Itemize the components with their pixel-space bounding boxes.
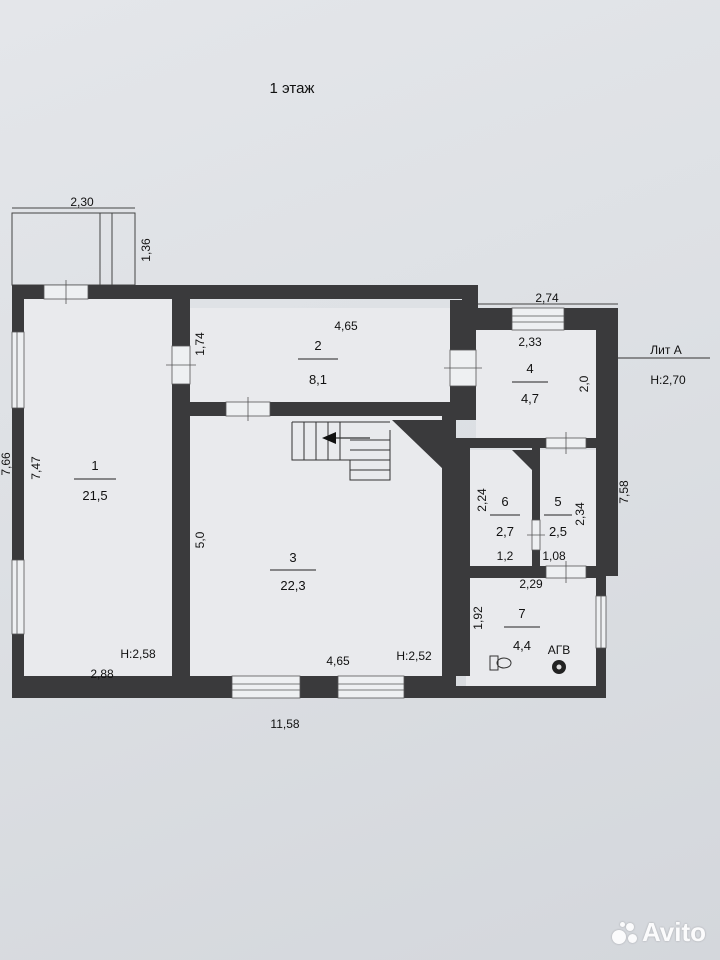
dim-right-total: 7,58 [617,480,631,504]
room-1-number: 1 [91,458,98,473]
agv-label: АГВ [548,643,571,657]
dim-room6-width: 1,2 [497,549,514,563]
dim-room7-height: 1,92 [471,606,485,630]
height-main-label: H:2,70 [650,373,686,387]
room-7-area: 4,4 [513,638,531,653]
doors [43,280,587,583]
room-6-area: 2,7 [496,524,514,539]
dim-room4-width: 2,33 [518,335,542,349]
room-2-area: 8,1 [309,372,327,387]
stair-arrow-icon [322,432,336,444]
dim-room4-top: 2,74 [535,291,559,305]
dim-room5-width: 1,08 [542,549,566,563]
porch-depth-label: 1,36 [139,238,153,262]
room-4-number: 4 [526,361,533,376]
dim-room4-height: 2,0 [577,375,591,392]
room-floors [22,298,596,686]
room-6-label: 6 2,7 [490,494,520,539]
room-3-area: 22,3 [280,578,305,593]
room-4-label: 4 4,7 [512,361,548,406]
avito-wordmark: Avito [641,917,706,947]
porch [11,212,136,286]
room-5-area: 2,5 [549,524,567,539]
stair-wedge [392,420,444,470]
avito-watermark: Avito [610,917,706,948]
dimension-labels: 7,66 7,47 2,88 H:2,58 1,74 4,65 5,0 4,65… [0,291,631,731]
room-1-label: 1 21,5 [74,458,116,503]
floor-title: 1 этаж [270,80,315,97]
avito-logo-icon [610,920,638,946]
toilet-icon [489,655,512,671]
dim-room3-h: H:2,52 [396,649,432,663]
room-7-label: 7 4,4 [504,606,540,653]
room-2-label: 2 8,1 [298,338,338,387]
room-5-number: 5 [554,494,561,509]
room-5-label: 5 2,5 [544,494,572,539]
dim-total-width: 11,58 [270,717,299,731]
staircase [291,421,391,481]
dim-room2-width: 4,65 [334,319,358,333]
room-4-area: 4,7 [521,391,539,406]
dim-room2-height: 1,74 [193,332,207,356]
dim-room3-height: 5,0 [193,531,207,548]
dim-room1-h: H:2,58 [120,647,156,661]
room-3-label: 3 22,3 [270,550,316,593]
stair-wedge-small [512,450,532,470]
dim-room1-height: 7,47 [29,456,43,480]
lit-label: Лит А [650,343,681,357]
room-7-number: 7 [518,606,525,621]
room-6-number: 6 [501,494,508,509]
porch-width-label: 2,30 [70,195,94,209]
dim-room5-height: 2,34 [573,502,587,526]
room-1-area: 21,5 [82,488,107,503]
dim-room7-width: 2,29 [519,577,543,591]
dim-room1-height-left: 7,66 [0,452,13,476]
room-3-number: 3 [289,550,296,565]
windows [11,307,607,699]
room-2-number: 2 [314,338,321,353]
dim-room3-width: 4,65 [326,654,350,668]
dim-room1-width: 2,88 [90,667,114,681]
dim-room6-height: 2,24 [475,488,489,512]
